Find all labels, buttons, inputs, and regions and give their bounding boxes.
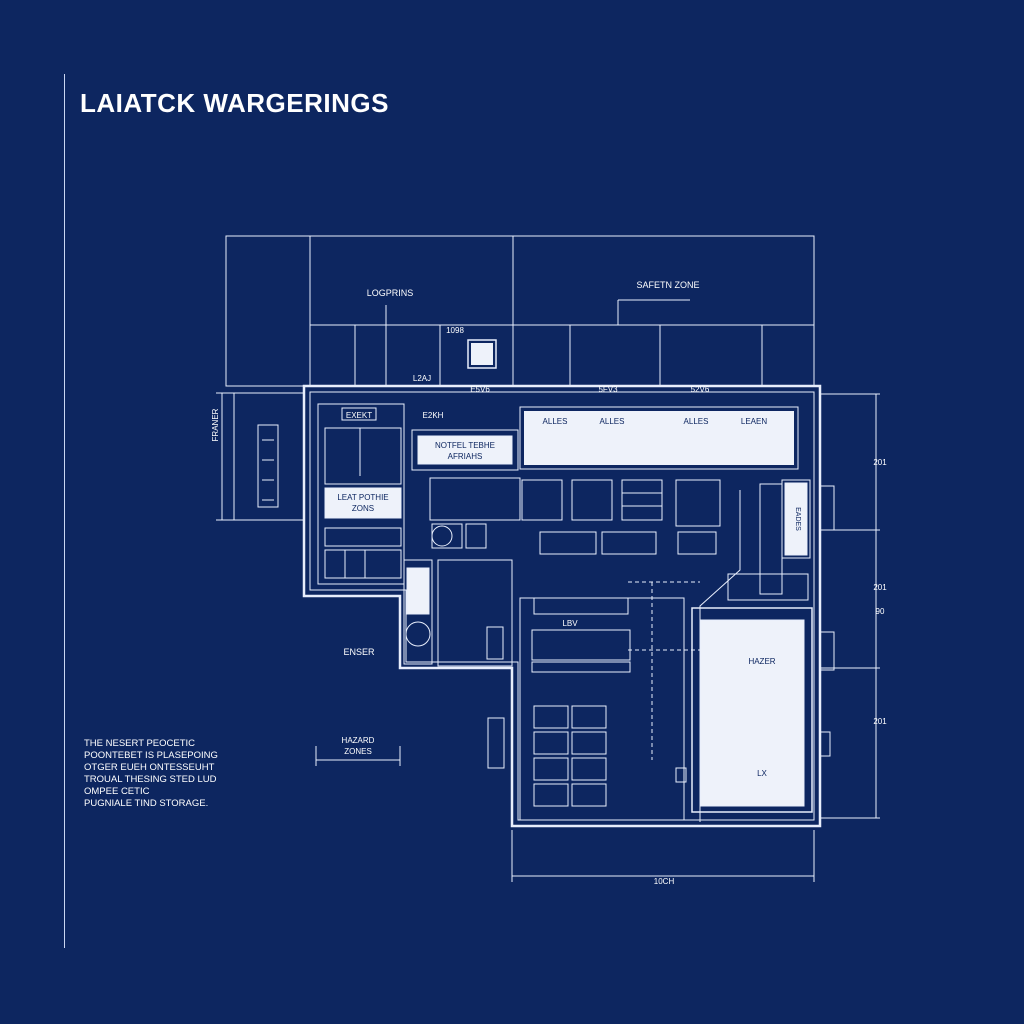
note-line: POONTEBET IS PLASEPOING bbox=[84, 750, 218, 761]
note-line: THE NESERT PEOCETIC bbox=[84, 738, 196, 749]
label-eniser: ENSER bbox=[343, 647, 375, 657]
label-logistics: LOGPRINS bbox=[367, 288, 414, 298]
label-small-4: 5FV3 bbox=[598, 385, 618, 394]
dim-bottom: 10CH bbox=[654, 877, 675, 886]
label-hazer: HAZER bbox=[748, 657, 775, 666]
label-small-1: 1098 bbox=[446, 326, 464, 335]
label-hazard-zone-1: HAZARD bbox=[342, 736, 375, 745]
dim-right-1: 201 bbox=[873, 458, 887, 467]
label-left-vertical: FRANER bbox=[211, 408, 220, 441]
label-center-top: E2KH bbox=[423, 411, 444, 420]
label-left-room-2: ZONS bbox=[352, 504, 374, 513]
note-line: TROUAL THESING STED LUD bbox=[84, 774, 217, 785]
note-line: OTGER EUEH ONTESSEUHT bbox=[84, 762, 215, 773]
label-hazard-zone-2: ZONES bbox=[344, 747, 372, 756]
dim-right-2: 201 bbox=[873, 583, 887, 592]
page-title: LAIATCK WARGERINGS bbox=[80, 88, 389, 118]
label-lx: LX bbox=[757, 769, 767, 778]
label-small-3: E5V6 bbox=[470, 385, 490, 394]
dim-right-3: 90 bbox=[876, 607, 885, 616]
margin-rule bbox=[64, 74, 65, 948]
hazard-room bbox=[691, 607, 813, 813]
note-line: OMPEE CETIC bbox=[84, 786, 150, 797]
label-right-vertical: EADES bbox=[794, 507, 801, 531]
label-safety-zone: SAFETN ZONE bbox=[636, 280, 699, 290]
left-annex bbox=[233, 392, 305, 521]
note-line: PUGNIALE TIND STORAGE. bbox=[84, 798, 209, 809]
label-small-5: 52V6 bbox=[691, 385, 710, 394]
description-note: THE NESERT PEOCETIC POONTEBET IS PLASEPO… bbox=[84, 738, 254, 810]
label-center-box-1: NOTFEL TEBHE bbox=[435, 441, 495, 450]
left-room bbox=[317, 403, 405, 585]
top-marker-box bbox=[467, 339, 497, 369]
banner-label-2: ALLES bbox=[600, 417, 625, 426]
banner-label-1: ALLES bbox=[543, 417, 568, 426]
top-frame bbox=[225, 235, 815, 387]
label-lbv: LBV bbox=[562, 619, 578, 628]
top-banner bbox=[519, 406, 799, 470]
label-small-2: L2AJ bbox=[413, 374, 431, 383]
label-center-box-2: AFRIAHS bbox=[448, 452, 483, 461]
label-left-room-top: EXEKT bbox=[346, 411, 372, 420]
building-outline bbox=[302, 384, 822, 828]
banner-label-4: LEAEN bbox=[741, 417, 767, 426]
label-left-room-1: LEAT POTHIE bbox=[337, 493, 388, 502]
banner-label-3: ALLES bbox=[684, 417, 709, 426]
dim-right-4: 201 bbox=[873, 717, 887, 726]
